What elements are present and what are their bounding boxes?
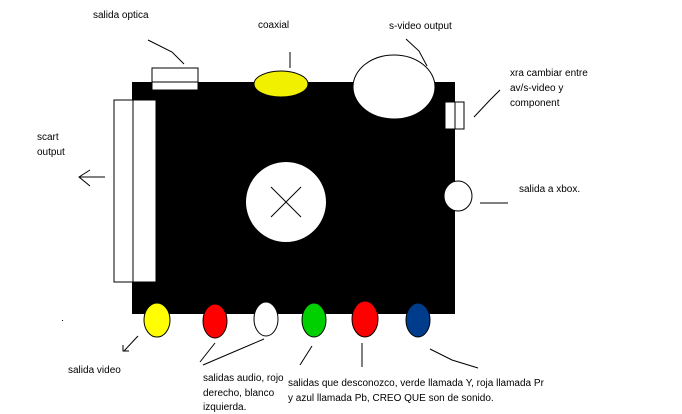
video-arrow-head xyxy=(122,345,129,352)
scart-label-line2: output xyxy=(37,147,65,158)
scart-connector xyxy=(113,99,157,283)
switch-label-line3: component xyxy=(510,98,560,109)
scart-label-line1: scart xyxy=(37,132,59,143)
svideo-label: s-video output xyxy=(389,21,452,32)
stray-dot xyxy=(62,320,63,321)
svideo-connector xyxy=(352,54,436,120)
xbox-label: salida a xbox. xyxy=(519,184,581,195)
rca-component-y-connector xyxy=(301,302,327,338)
switch-label-line2: av/s-video y xyxy=(510,83,564,94)
switch-label-line1: xra cambiar entre xyxy=(510,68,588,79)
fan-x-b xyxy=(270,186,302,218)
switch-pointer xyxy=(473,89,501,118)
rca-audio-right-connector xyxy=(202,303,228,339)
xbox-connector xyxy=(443,180,473,212)
video-label: salida video xyxy=(68,365,121,376)
video-pointer xyxy=(123,335,139,352)
audio-label-line2: derecho, blanco xyxy=(203,388,275,399)
rca-component-pb-connector xyxy=(405,302,431,338)
rca-video-connector xyxy=(143,302,171,338)
coaxial-connector xyxy=(253,70,309,98)
rca-component-pr-connector xyxy=(351,300,379,338)
component-y-pointer xyxy=(299,345,313,366)
coaxial-label: coaxial xyxy=(258,20,290,31)
scart-arrow-head xyxy=(78,169,91,187)
rca-audio-left-connector xyxy=(253,301,279,337)
audio-pointer-right xyxy=(199,342,216,363)
optical-connector xyxy=(151,67,199,91)
optical-pointer xyxy=(147,39,185,65)
audio-pointer-left xyxy=(202,338,265,366)
audio-label-line3: izquierda. xyxy=(203,402,247,413)
svideo-pointer xyxy=(405,38,428,67)
optical-label: salida optica xyxy=(93,10,149,21)
audio-label-line1: salidas audio, rojo xyxy=(203,373,284,384)
component-label-line2: y azul llamada Pb, CREO QUE son de sonid… xyxy=(288,393,494,404)
component-pb-pointer xyxy=(429,348,479,369)
component-label-line1: salidas que desconozco, verde llamada Y,… xyxy=(288,378,544,389)
